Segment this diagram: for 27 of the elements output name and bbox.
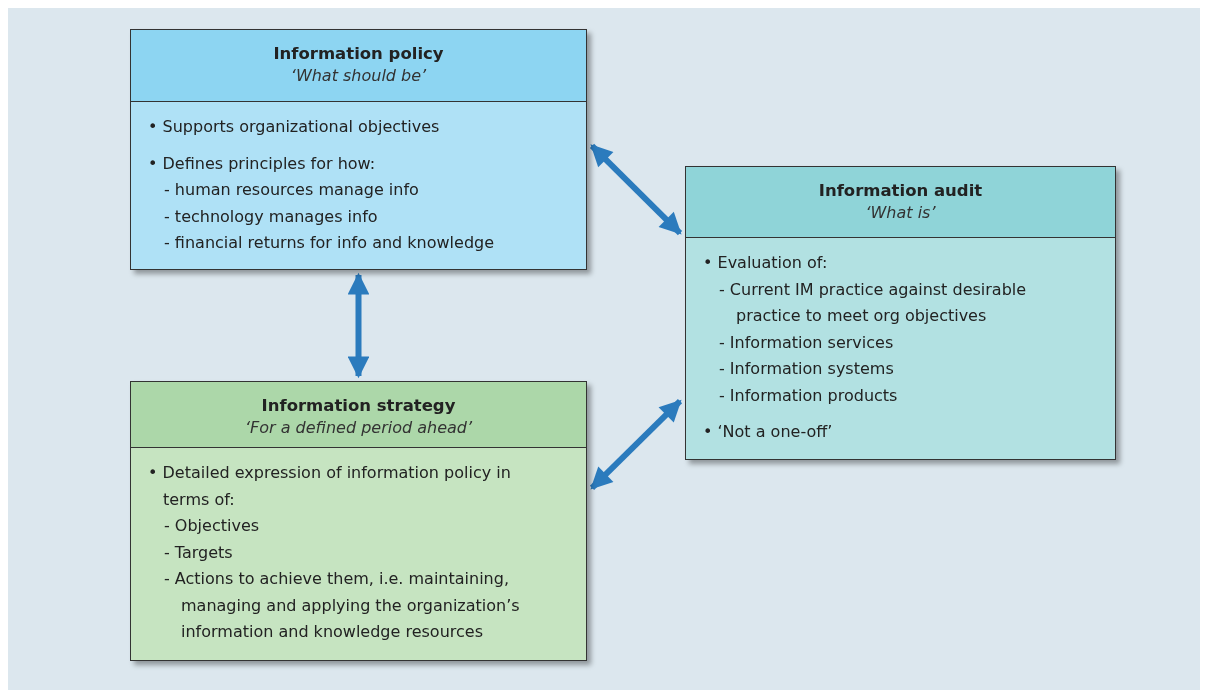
card-subtitle: ‘What is’ <box>865 203 936 222</box>
card-subtitle: ‘For a defined period ahead’ <box>244 418 473 437</box>
policy-card <box>130 29 587 270</box>
bullet-item: • ‘Not a one-off’ <box>702 421 834 443</box>
sub-item: - human resources manage info <box>163 179 420 201</box>
sub-item: - financial returns for info and knowledge <box>163 232 496 254</box>
strategy-card <box>130 381 587 661</box>
bullet-item: • Defines principles for how: <box>147 152 377 175</box>
audit-card <box>685 166 1116 460</box>
card-subtitle: ‘What should be’ <box>290 66 427 85</box>
bullet-item: • Evaluation of: <box>702 252 829 274</box>
sub-item: - Actions to achieve them, i.e. maintaining, managing and applying the organization’s information and knowledge resources <box>163 568 521 643</box>
sub-item: - Information services <box>718 331 895 354</box>
sub-item: - technology manages info <box>163 205 379 228</box>
card-title: Information audit <box>818 181 983 200</box>
sub-item: - Objectives <box>163 515 261 537</box>
double-arrow <box>589 399 683 491</box>
sub-item: - Targets <box>163 541 234 564</box>
sub-item: - Current IM practice against desirable practice to meet org objectives <box>718 278 1028 327</box>
bullet-item: • Supports organizational objectives <box>147 116 441 138</box>
sub-item: - Information products <box>718 384 899 407</box>
card-title: Information policy <box>273 44 444 63</box>
sub-item: - Information systems <box>718 358 895 380</box>
bullet-item: • Detailed expression of information policy in terms of: <box>147 462 512 511</box>
card-title: Information strategy <box>261 396 456 415</box>
double-arrow <box>347 272 370 379</box>
double-arrow <box>589 143 683 236</box>
